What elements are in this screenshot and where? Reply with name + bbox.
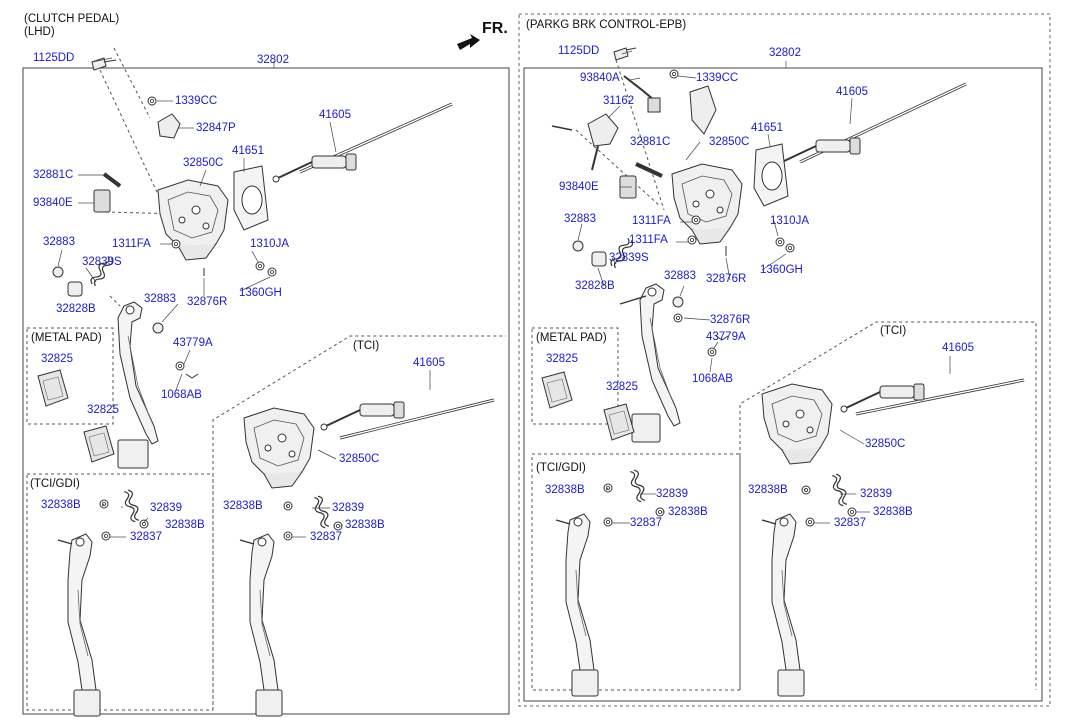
part-32876R-epb-b[interactable]: 32876R — [710, 314, 751, 326]
part-1339CC-epb[interactable]: 1339CC — [696, 72, 739, 84]
part-41605-epb[interactable]: 41605 — [836, 86, 868, 98]
part-32839S-epb[interactable]: 32839S — [609, 252, 649, 264]
tci-label-left: (TCI) — [353, 340, 380, 352]
part-43779A[interactable]: 43779A — [173, 337, 213, 349]
part-32802[interactable]: 32802 — [257, 54, 289, 66]
part-32837-tci[interactable]: 32837 — [310, 531, 342, 543]
part-32876R[interactable]: 32876R — [187, 296, 228, 308]
part-32825-epb-b[interactable]: 32825 — [606, 381, 638, 393]
part-32839-epb-tcigdi[interactable]: 32839 — [656, 488, 688, 500]
part-32839-tci[interactable]: 32839 — [332, 502, 364, 514]
right-panel-title: (PARKG BRK CONTROL-EPB) — [526, 19, 687, 31]
part-32881C[interactable]: 32881C — [33, 169, 74, 181]
left-panel-title: (CLUTCH PEDAL) — [24, 13, 120, 25]
part-1311FA[interactable]: 1311FA — [112, 238, 151, 250]
part-32883-b[interactable]: 32883 — [144, 293, 176, 305]
part-32883-a[interactable]: 32883 — [43, 236, 75, 248]
part-1311FA-epb-a[interactable]: 1311FA — [632, 215, 671, 227]
part-32825-a[interactable]: 32825 — [41, 353, 73, 365]
part-1125DD-epb[interactable]: 1125DD — [558, 45, 600, 57]
part-32876R-epb-a[interactable]: 32876R — [706, 273, 747, 285]
part-32850C[interactable]: 32850C — [183, 157, 224, 169]
part-93840A-epb[interactable]: 93840A — [580, 72, 620, 84]
tci-gdi-label-right: (TCI/GDI) — [536, 462, 586, 474]
metal-pad-label-left: (METAL PAD) — [31, 332, 102, 344]
part-32838B-tci-a[interactable]: 32838B — [223, 500, 263, 512]
part-1125DD[interactable]: 1125DD — [33, 52, 75, 64]
part-32802-epb[interactable]: 32802 — [769, 47, 801, 59]
part-32825-epb-a[interactable]: 32825 — [546, 353, 578, 365]
tci-gdi-label-left: (TCI/GDI) — [30, 478, 80, 490]
part-32883-epb-b[interactable]: 32883 — [664, 270, 696, 282]
part-32838B-epb-tcigdi-a[interactable]: 32838B — [545, 484, 585, 496]
part-32825-b[interactable]: 32825 — [87, 404, 119, 416]
part-41651[interactable]: 41651 — [232, 145, 264, 157]
part-32828B[interactable]: 32828B — [56, 303, 96, 315]
part-93840E-epb[interactable]: 93840E — [559, 181, 599, 193]
part-32828B-epb[interactable]: 32828B — [575, 280, 615, 292]
part-93840E[interactable]: 93840E — [33, 197, 73, 209]
part-32837-epb-tci[interactable]: 32837 — [834, 517, 866, 529]
part-32838B-epb-tci-b[interactable]: 32838B — [873, 506, 913, 518]
part-32847P[interactable]: 32847P — [196, 122, 236, 134]
part-32839-epb-tci[interactable]: 32839 — [860, 488, 892, 500]
part-1360GH[interactable]: 1360GH — [239, 287, 282, 299]
part-32838B-tci-b[interactable]: 32838B — [345, 519, 385, 531]
part-32838B-epb-tcigdi-b[interactable]: 32838B — [668, 506, 708, 518]
part-1068AB[interactable]: 1068AB — [161, 389, 202, 401]
tci-label-right: (TCI) — [880, 325, 907, 337]
part-1068AB-epb[interactable]: 1068AB — [692, 373, 733, 385]
part-41605-epb-tci[interactable]: 41605 — [942, 342, 974, 354]
part-1311FA-epb-b[interactable]: 1311FA — [629, 234, 668, 246]
part-32850C-tci[interactable]: 32850C — [339, 453, 380, 465]
metal-pad-label-right: (METAL PAD) — [536, 332, 607, 344]
part-32837-tcigdi[interactable]: 32837 — [130, 531, 162, 543]
part-41651-epb[interactable]: 41651 — [751, 122, 783, 134]
part-1360GH-epb[interactable]: 1360GH — [760, 264, 803, 276]
right-panel-frames — [518, 13, 1051, 707]
part-1310JA[interactable]: 1310JA — [250, 238, 290, 250]
front-indicator: FR. — [482, 20, 508, 37]
part-32838B-tcigdi-a[interactable]: 32838B — [41, 499, 81, 511]
part-32839-tcigdi[interactable]: 32839 — [150, 502, 182, 514]
part-1310JA-epb[interactable]: 1310JA — [770, 215, 810, 227]
part-32850C-epb-tci[interactable]: 32850C — [865, 438, 906, 450]
part-32839S[interactable]: 32839S — [82, 256, 122, 268]
part-32850C-epb[interactable]: 32850C — [709, 136, 750, 148]
left-panel-frames — [22, 47, 510, 715]
part-41605-tci[interactable]: 41605 — [413, 357, 445, 369]
left-panel-subtitle: (LHD) — [24, 26, 55, 38]
part-1339CC[interactable]: 1339CC — [175, 95, 218, 107]
front-arrow-icon — [457, 34, 480, 50]
right-panel-parts — [541, 47, 1025, 697]
part-41605[interactable]: 41605 — [319, 109, 351, 121]
part-31162-epb[interactable]: 31162 — [603, 95, 635, 107]
part-32837-epb-tcigdi[interactable]: 32837 — [630, 517, 662, 529]
part-43779A-epb[interactable]: 43779A — [706, 331, 746, 343]
part-32838B-epb-tci-a[interactable]: 32838B — [748, 484, 788, 496]
part-32881C-epb[interactable]: 32881C — [630, 136, 671, 148]
part-32838B-tcigdi-b[interactable]: 32838B — [165, 519, 205, 531]
part-32883-epb-a[interactable]: 32883 — [564, 213, 596, 225]
left-panel-parts — [37, 57, 495, 717]
